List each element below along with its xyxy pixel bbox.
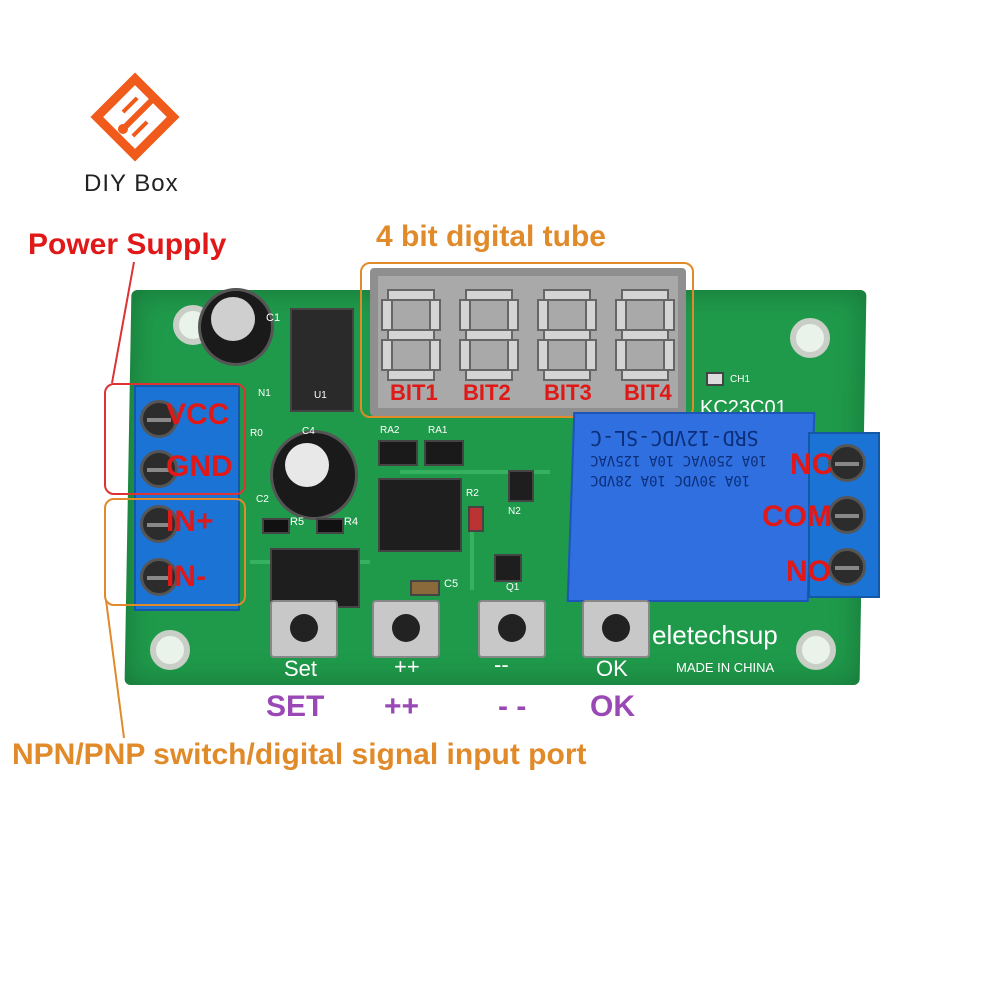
minus-label: - - [498,690,527,723]
capacitor-c2 [270,430,358,520]
diode-n2 [508,470,534,502]
terminal-screw[interactable] [140,558,178,596]
terminal-screw[interactable] [828,496,866,534]
silk-q1: Q1 [506,582,520,593]
regulator-u1 [290,308,354,412]
in-plus-label: IN+ [166,505,214,538]
terminal-screw[interactable] [828,548,866,586]
resistor-array-ra2 [378,440,418,466]
button-cap [290,614,318,642]
capacitor-c5 [410,580,440,596]
silk-r2: R2 [466,488,479,499]
made-in-silk: MADE IN CHINA [676,660,775,675]
trace [400,470,550,474]
brand-silk: eletechsup [652,620,778,650]
silk-ra1: RA1 [428,425,448,436]
button-cap [498,614,526,642]
digit-4 [615,289,675,381]
no-label: NO [786,555,831,588]
plus-label: ++ [384,690,420,723]
display-digits [381,289,675,381]
silk-minus: -- [494,652,509,677]
silk-r0: R0 [250,428,263,439]
silk-ok: OK [596,656,628,681]
mcu-chip [378,478,462,552]
input-port-label: NPN/PNP switch/digital signal input port [12,738,587,771]
vcc-label: VCC [166,398,230,431]
silk-r4: R4 [344,516,359,528]
silk-ra2: RA2 [380,425,400,436]
input-callout-line [105,599,125,739]
bit3-label: BIT3 [544,380,592,405]
terminal-screw[interactable] [140,400,178,438]
diy-box-logo-icon [90,72,180,162]
resistor-r5 [262,518,290,534]
increment-button[interactable] [372,600,440,658]
button-cap [392,614,420,642]
mounting-hole [790,318,830,358]
decrement-button[interactable] [478,600,546,658]
power-supply-callout [104,383,246,495]
digit-2 [459,289,519,381]
gnd-label: GND [166,450,233,483]
led-ch1 [706,372,724,386]
silk-c2: C2 [256,494,269,505]
silk-c1: C1 [266,312,281,324]
power-callout-line [111,261,135,384]
mounting-hole [796,630,836,670]
com-label: COM [762,500,832,533]
in-minus-label: IN- [166,560,206,593]
silk-set: Set [284,656,318,681]
silk-n2: N2 [508,506,521,517]
terminal-screw[interactable] [140,505,178,543]
transistor-q1 [494,554,522,582]
input-port-callout [104,498,246,606]
digital-tube-label: 4 bit digital tube [376,220,606,253]
silk-r5: R5 [290,516,305,528]
resistor-r4 [316,518,344,534]
digital-tube-callout [360,262,694,418]
resistor-array-ra1 [424,440,464,466]
digit-1 [381,289,441,381]
power-supply-label: Power Supply [28,228,227,261]
trace [470,520,474,590]
button-cap [602,614,630,642]
silk-c4: C4 [302,426,315,437]
silk-plus: ++ [394,654,420,679]
set-label: SET [266,690,325,723]
resistor-r2 [468,506,484,532]
silk-c5: C5 [444,578,459,590]
set-button[interactable] [270,600,338,658]
ok-label: OK [590,690,635,723]
silk-ch1: CH1 [730,374,751,385]
capacitor-c1 [198,288,274,366]
logo-text: DIY Box [84,170,179,197]
bit1-label: BIT1 [390,380,438,405]
bit2-label: BIT2 [463,380,511,405]
silk-u1: U1 [314,390,327,401]
ok-button[interactable] [582,600,650,658]
silk-n1: N1 [258,388,271,399]
terminal-screw[interactable] [140,450,178,488]
nc-label: NC [790,448,834,481]
mounting-hole [150,630,190,670]
digit-3 [537,289,597,381]
terminal-screw[interactable] [828,444,866,482]
bit4-label: BIT4 [624,380,672,405]
